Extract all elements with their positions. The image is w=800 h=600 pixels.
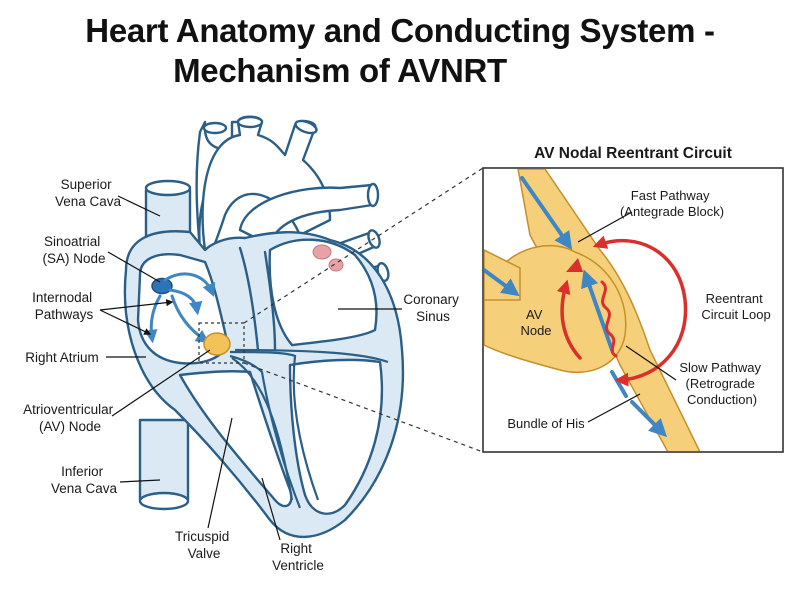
av-node [203, 332, 231, 356]
zoom-line-bottom [243, 362, 484, 453]
label-internodal-pathways: Internodal Pathways [32, 290, 96, 322]
left-atrium-chamber [268, 238, 378, 347]
inset-panel: Fast Pathway (Antegrade Block) Reentrant… [482, 167, 784, 453]
inset-label-slow-pathway: Slow Pathway (Retrograde Conduction) [679, 360, 764, 407]
inferior-vena-cava-shape [138, 418, 190, 502]
av-node-zoom-box [198, 322, 245, 364]
inset-label-bundle-of-his: Bundle of His [507, 416, 585, 431]
title-line-2: Mechanism of AVNRT [173, 52, 507, 89]
label-av-node: Atrioventricular (AV) Node [23, 402, 117, 434]
left-ventricle-chamber [288, 358, 384, 515]
inset-label-fast-pathway: Fast Pathway (Antegrade Block) [620, 188, 724, 219]
label-superior-vena-cava: Superior Vena Cava [55, 177, 122, 209]
heart-labels: Superior Vena Cava Sinoatrial (SA) Node … [23, 177, 462, 573]
inset-label-av-node: AV Node [520, 307, 551, 338]
coronary-sinus-spot-2 [328, 258, 344, 272]
inset-label-reentrant-loop: Reentrant Circuit Loop [701, 291, 770, 322]
label-inferior-vena-cava: Inferior Vena Cava [51, 464, 118, 496]
label-right-ventricle: Right Ventricle [272, 541, 324, 573]
bundle-branches [229, 348, 389, 509]
slow-pathway-squiggle [600, 280, 618, 358]
sa-node [151, 277, 173, 295]
svc-opening [144, 179, 192, 197]
label-coronary-sinus: Coronary Sinus [403, 292, 462, 324]
inset-title: AV Nodal Reentrant Circuit [534, 145, 732, 162]
coronary-sinus-spot-1 [312, 244, 332, 260]
reentrant-circuit-loop [592, 235, 688, 387]
antegrade-block-marker [566, 258, 583, 272]
heart-illustration [123, 115, 405, 539]
title-line-1: Heart Anatomy and Conducting System - [85, 12, 715, 49]
label-right-atrium: Right Atrium [25, 350, 99, 365]
internodal-pathway-arrows [144, 272, 216, 344]
label-sa-node: Sinoatrial (SA) Node [42, 234, 105, 266]
label-tricuspid-valve: Tricuspid Valve [175, 529, 233, 561]
ivc-opening [138, 491, 190, 511]
